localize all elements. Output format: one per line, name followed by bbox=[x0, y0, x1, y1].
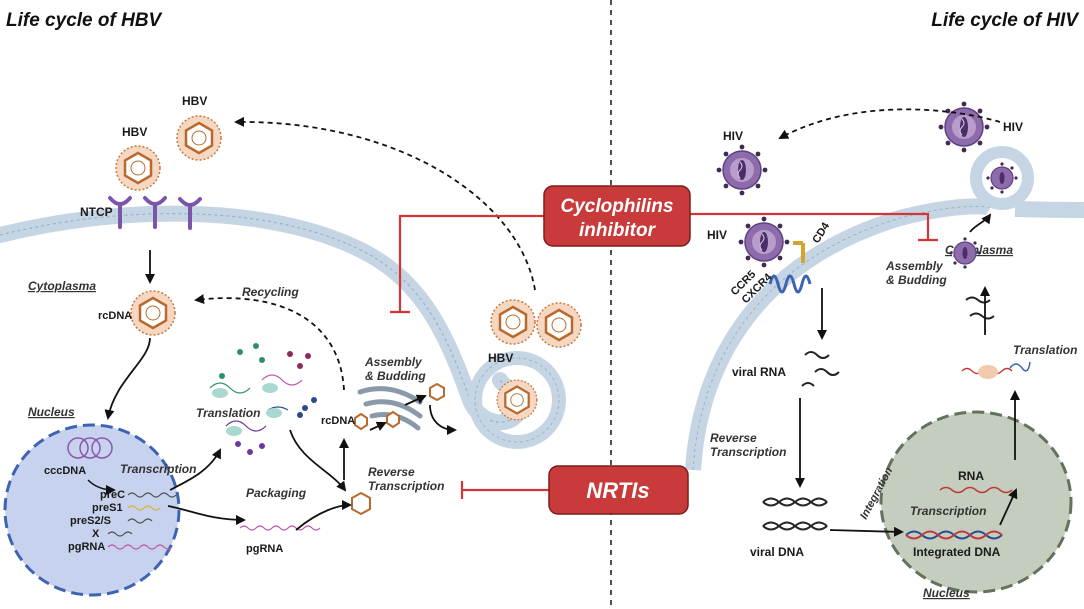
hbv-packaging-label: Packaging bbox=[246, 486, 307, 500]
cyclophilins-inhibitor-box bbox=[543, 185, 691, 247]
hiv-virion-label-2: HIV bbox=[723, 129, 743, 143]
ntcp-label: NTCP bbox=[80, 205, 113, 219]
hiv-viral-rna-label: viral RNA bbox=[732, 365, 786, 379]
hiv-budding-virion bbox=[985, 161, 1019, 195]
hiv-nucleus bbox=[879, 410, 1073, 594]
hbv-budding-vesicle bbox=[468, 351, 566, 449]
hiv-reverse-1: Reverse bbox=[710, 431, 757, 445]
cccdna-label: cccDNA bbox=[44, 465, 86, 477]
hbv-translation-label: Translation bbox=[196, 406, 260, 420]
hiv-virion-label-3: HIV bbox=[707, 228, 727, 242]
hbv-virion-label-1: HBV bbox=[182, 94, 207, 108]
hiv-integrated-dna-label: Integrated DNA bbox=[913, 545, 1001, 559]
hbv-title: Life cycle of HBV bbox=[6, 10, 163, 31]
hbv-arrows bbox=[104, 250, 457, 531]
hiv-dashed-arrow bbox=[778, 108, 1001, 139]
hbv-rcdna-capsid bbox=[129, 289, 177, 337]
hiv-assembly-2: & Budding bbox=[886, 273, 947, 287]
transcript-pres1: preS1 bbox=[92, 502, 123, 514]
hbv-reverse-1: Reverse bbox=[368, 465, 415, 479]
hiv-viral-dna-label: viral DNA bbox=[750, 545, 804, 559]
transcript-pres2s: preS2/S bbox=[70, 515, 111, 527]
hiv-arrows bbox=[795, 213, 1020, 537]
hiv-virion-label-1: HIV bbox=[1003, 120, 1023, 134]
hbv-virion-label-2: HBV bbox=[122, 125, 147, 139]
hiv-virion-top-right bbox=[937, 100, 991, 154]
hbv-rcdna-label-mid: rcDNA bbox=[321, 415, 355, 427]
hbv-assembly-1: Assembly bbox=[364, 355, 423, 369]
hbv-capsids-assembling bbox=[351, 382, 445, 516]
hbv-recycling-label: Recycling bbox=[242, 285, 299, 299]
hbv-dashed-arrows bbox=[194, 116, 536, 391]
hiv-viral-rna-fragments bbox=[801, 296, 995, 387]
hiv-reverse-2: Transcription bbox=[710, 445, 786, 459]
hiv-virion-entry bbox=[737, 215, 791, 269]
hbv-nucleus bbox=[3, 423, 181, 597]
hbv-nucleus-label: Nucleus bbox=[28, 405, 75, 419]
hiv-integrated-dna-helix bbox=[905, 530, 1003, 540]
hiv-title: Life cycle of HIV bbox=[931, 10, 1079, 31]
hbv-reverse-2: Transcription bbox=[368, 479, 444, 493]
hbv-translation-cluster bbox=[209, 343, 317, 455]
hbv-virion-label-3: HBV bbox=[488, 351, 513, 365]
cyclophilins-label-2: inhibitor bbox=[579, 220, 657, 241]
hiv-virion-left bbox=[715, 143, 769, 197]
hiv-rna-wave bbox=[939, 486, 1013, 494]
nrtis-box bbox=[548, 465, 689, 515]
hbv-assembly-2: & Budding bbox=[365, 369, 426, 383]
cyclophilins-label-1: Cyclophilins bbox=[561, 196, 674, 217]
nrtis-label: NRTIs bbox=[586, 478, 649, 503]
cccdna-circles bbox=[67, 437, 113, 459]
transcript-pgrna: pgRNA bbox=[68, 541, 105, 553]
hbv-virion-top bbox=[175, 114, 223, 162]
hbv-cytoplasma-label: Cytoplasma bbox=[28, 279, 96, 293]
hbv-virion-left bbox=[114, 144, 162, 192]
hbv-pgrna-label: pgRNA bbox=[246, 543, 283, 555]
hiv-translation-cluster bbox=[961, 361, 1031, 379]
hiv-receptors bbox=[768, 241, 812, 294]
ntcp-receptors bbox=[108, 196, 202, 230]
hbv-virion-exit-2 bbox=[535, 301, 583, 349]
hiv-cell-membrane bbox=[685, 146, 1084, 471]
pgrna-wave bbox=[239, 525, 321, 531]
hiv-assembly-1: Assembly bbox=[885, 259, 944, 273]
hiv-rna-label: RNA bbox=[958, 469, 984, 483]
transcript-prec: preC bbox=[100, 489, 125, 501]
hbv-transcription-label: Transcription bbox=[120, 462, 196, 476]
transcript-waves bbox=[107, 492, 177, 550]
hiv-transcription-label: Transcription bbox=[910, 504, 986, 518]
hiv-nucleus-label: Nucleus bbox=[923, 586, 970, 600]
transcript-x: X bbox=[92, 528, 100, 540]
inhibition-lines bbox=[390, 212, 938, 501]
hbv-rcdna-label-top: rcDNA bbox=[98, 310, 132, 322]
hiv-translation-label: Translation bbox=[1013, 343, 1077, 357]
hbv-virion-exit-1 bbox=[489, 298, 537, 346]
hiv-viral-dna bbox=[762, 497, 828, 531]
